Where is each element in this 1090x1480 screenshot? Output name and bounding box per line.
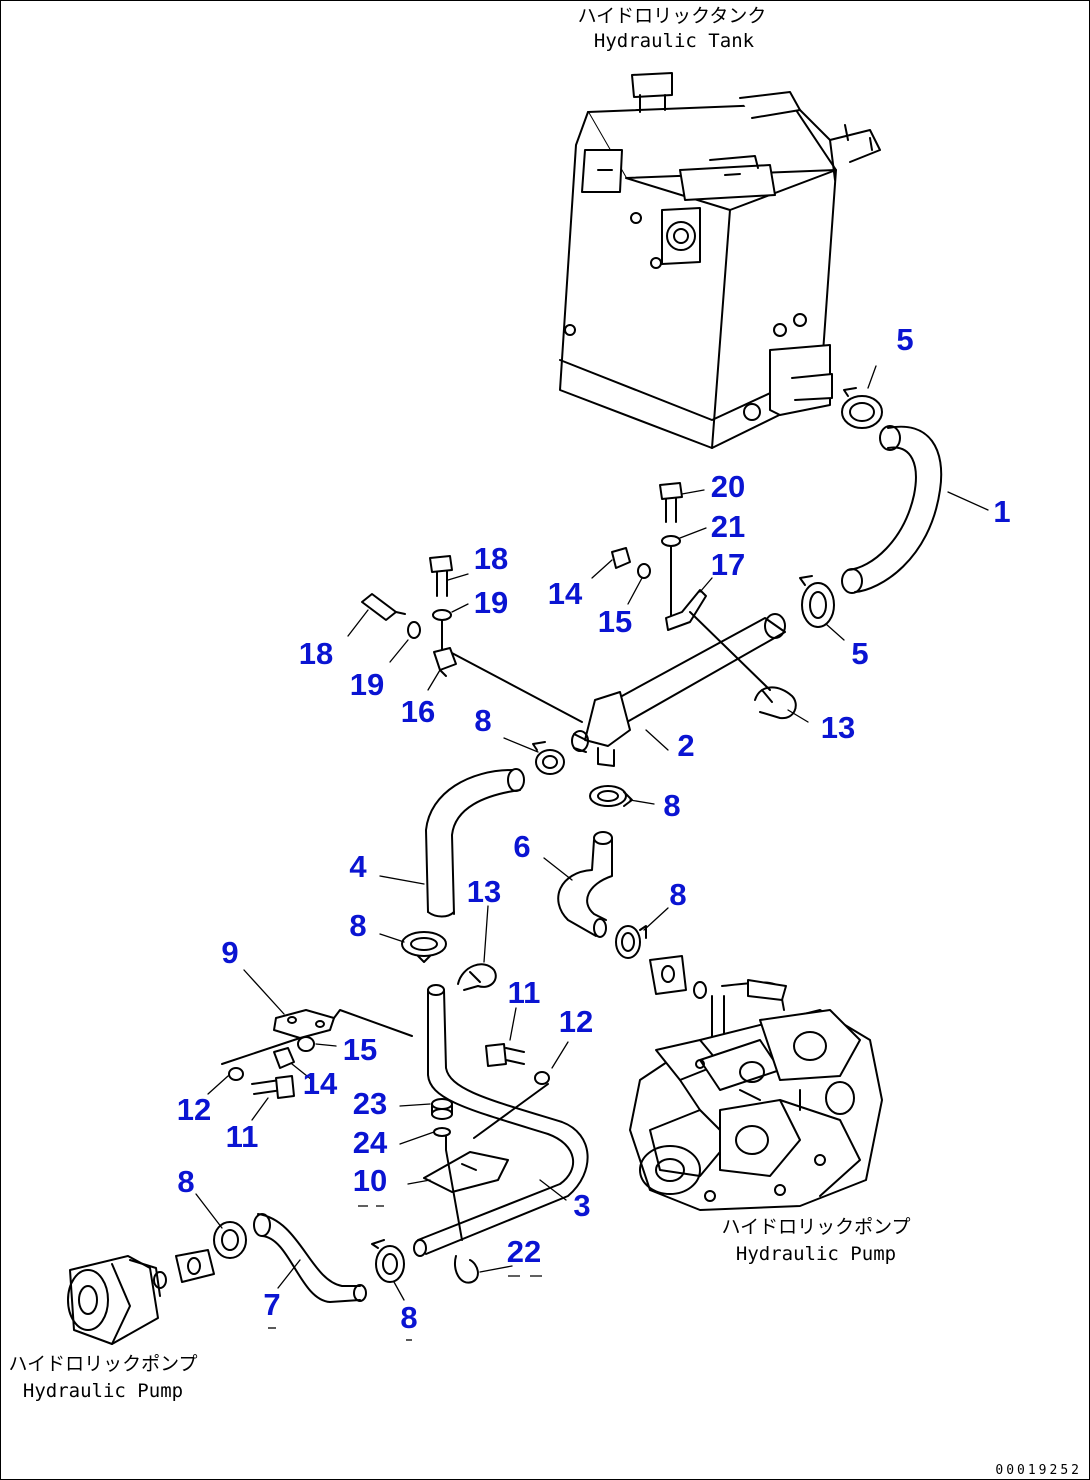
part-label-19: 19 bbox=[350, 667, 384, 702]
tube-2 bbox=[571, 613, 786, 767]
clamp-8-a bbox=[532, 741, 565, 775]
part-label-15: 15 bbox=[343, 1032, 377, 1067]
leader-9-12 bbox=[221, 1037, 301, 1065]
plate-10 bbox=[423, 1151, 509, 1193]
drawing-number: 00019252 bbox=[995, 1463, 1082, 1478]
washer-21 bbox=[661, 535, 681, 547]
part-label-11: 11 bbox=[508, 975, 541, 1010]
part-label-15: 15 bbox=[598, 604, 632, 639]
hose-6 bbox=[557, 831, 613, 938]
clamp-22 bbox=[454, 1255, 479, 1284]
part-label-11: 11 bbox=[226, 1119, 259, 1154]
part-label-14: 14 bbox=[303, 1066, 338, 1101]
part-label-20: 20 bbox=[711, 469, 745, 504]
hydraulic-pump-right bbox=[629, 955, 883, 1211]
hydraulic-pump-left bbox=[67, 1249, 215, 1345]
part-label-8: 8 bbox=[669, 877, 686, 912]
nut-14-upper bbox=[611, 547, 631, 569]
part-label-18: 18 bbox=[474, 541, 508, 576]
part-label-24: 24 bbox=[353, 1125, 388, 1160]
part-label-16: 16 bbox=[401, 694, 435, 729]
washer-15-lower bbox=[297, 1036, 315, 1052]
label-underscores bbox=[268, 1205, 542, 1341]
washer-24 bbox=[433, 1127, 451, 1137]
leader-16-2 bbox=[449, 651, 583, 723]
pump-left-caption-en: Hydraulic Pump bbox=[23, 1380, 183, 1402]
part-label-8: 8 bbox=[400, 1300, 417, 1335]
part-label-22: 22 bbox=[507, 1234, 541, 1269]
hose-1 bbox=[841, 425, 943, 594]
leader-lines bbox=[195, 365, 989, 1301]
bolt-18-vertical bbox=[429, 555, 453, 597]
leader-9-3 bbox=[333, 1009, 413, 1037]
bracket-9 bbox=[273, 1009, 335, 1039]
part-label-13: 13 bbox=[467, 874, 501, 909]
clamp-5-upper bbox=[841, 387, 883, 429]
washer-19-vertical bbox=[432, 609, 452, 621]
washer-15-upper bbox=[637, 563, 651, 579]
part-label-5: 5 bbox=[896, 322, 913, 357]
clamp-5-lower bbox=[799, 575, 835, 628]
part-label-8: 8 bbox=[474, 703, 491, 738]
bracket-16 bbox=[433, 647, 457, 677]
clamp-8-d bbox=[615, 925, 647, 959]
part-label-8: 8 bbox=[663, 788, 680, 823]
washer-12-left bbox=[228, 1067, 244, 1081]
part-label-13: 13 bbox=[821, 710, 855, 745]
leader-17-13 bbox=[689, 611, 771, 691]
leader-24-22 bbox=[445, 1135, 463, 1241]
washer-12-right bbox=[534, 1071, 550, 1085]
tube-3 bbox=[413, 984, 589, 1257]
clamp-13-lower bbox=[457, 963, 497, 991]
hose-7 bbox=[253, 1213, 367, 1303]
bolt-20 bbox=[659, 482, 683, 523]
clamp-8-b bbox=[589, 785, 633, 807]
part-label-4: 4 bbox=[349, 849, 367, 884]
tank-caption-en: Hydraulic Tank bbox=[594, 30, 755, 52]
clamp-8-c bbox=[401, 931, 447, 963]
part-label-12: 12 bbox=[559, 1004, 593, 1039]
bolt-18-horizontal bbox=[361, 593, 406, 621]
part-label-18: 18 bbox=[299, 636, 333, 671]
spacer-23 bbox=[431, 1098, 453, 1120]
part-label-19: 19 bbox=[474, 585, 508, 620]
nut-14-lower bbox=[273, 1047, 295, 1069]
part-label-3: 3 bbox=[573, 1188, 590, 1223]
part-label-14: 14 bbox=[548, 576, 583, 611]
part-label-12: 12 bbox=[177, 1092, 211, 1127]
clamp-8-f bbox=[371, 1239, 405, 1283]
pump-left-caption-jp: ハイドロリックポンプ bbox=[8, 1353, 197, 1375]
pump-right-caption-en: Hydraulic Pump bbox=[736, 1243, 896, 1265]
part-label-6: 6 bbox=[513, 829, 530, 864]
part-label-7: 7 bbox=[263, 1287, 280, 1322]
part-label-2: 2 bbox=[677, 728, 694, 763]
hydraulic-tank bbox=[559, 72, 881, 449]
pump-right-caption-jp: ハイドロリックポンプ bbox=[721, 1216, 910, 1238]
part-label-9: 9 bbox=[221, 935, 238, 970]
clamp-13-upper bbox=[754, 686, 797, 720]
tank-caption-jp: ハイドロリックタンク bbox=[578, 5, 767, 27]
washer-19-horizontal bbox=[407, 621, 421, 639]
part-label-8: 8 bbox=[177, 1164, 194, 1199]
clamp-8-e bbox=[213, 1221, 247, 1259]
bolt-11-left bbox=[251, 1075, 295, 1099]
part-label-8: 8 bbox=[349, 908, 366, 943]
part-label-10: 10 bbox=[353, 1163, 387, 1198]
part-label-21: 21 bbox=[711, 509, 745, 544]
bolt-11-right bbox=[485, 1043, 525, 1067]
part-label-17: 17 bbox=[711, 547, 745, 582]
leader-12-10 bbox=[473, 1083, 549, 1139]
hose-4 bbox=[425, 768, 525, 918]
part-label-1: 1 bbox=[993, 494, 1010, 529]
part-label-5: 5 bbox=[851, 636, 868, 671]
part-label-23: 23 bbox=[353, 1086, 387, 1121]
clamp-17 bbox=[665, 589, 707, 631]
